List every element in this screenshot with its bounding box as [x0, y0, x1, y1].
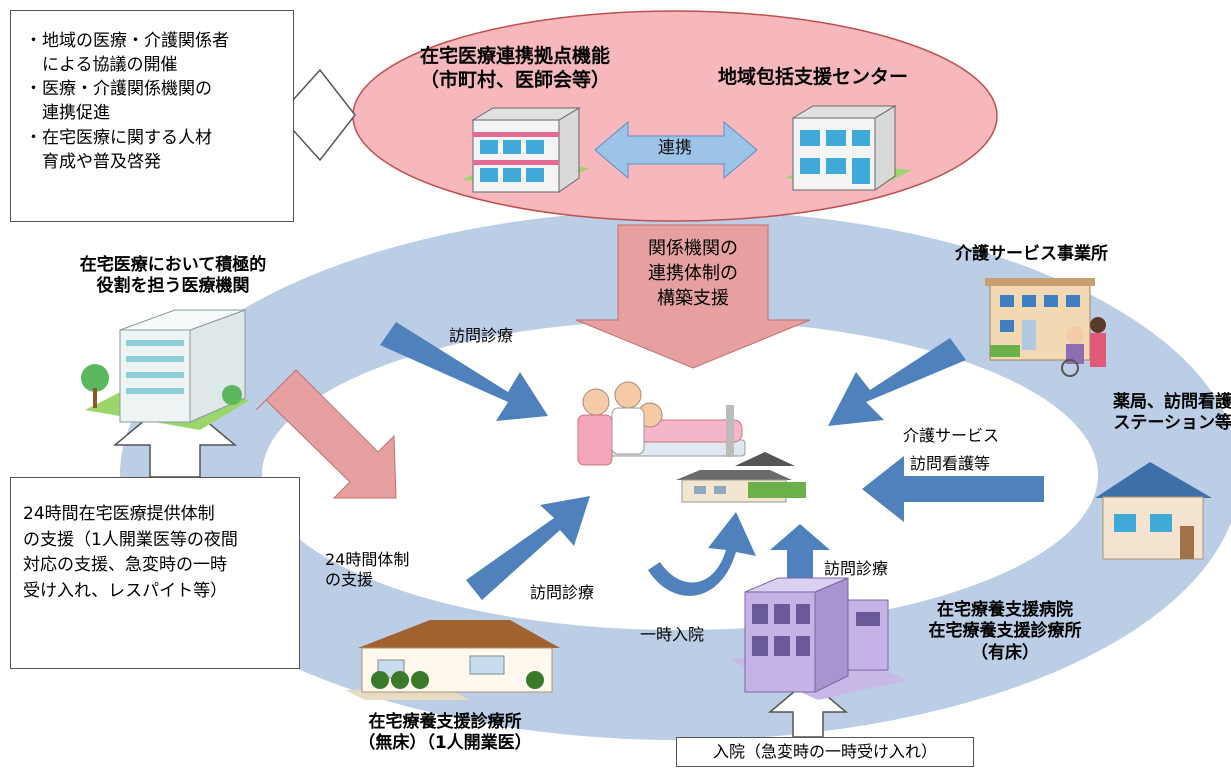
support-hospital-title: 在宅療養支援病院 在宅療養支援診療所 （有床） — [928, 600, 1082, 663]
callout-pointer-top — [292, 68, 356, 162]
admission-box: 入院（急変時の一時受け入れ） — [676, 737, 974, 767]
visit-right-arrow — [770, 524, 830, 585]
visit-nursing-arrow — [862, 456, 1044, 522]
support-24h-label: 24時間体制 の支援 — [325, 550, 410, 589]
large-hospital-icon — [81, 309, 250, 430]
care-facility-icon — [985, 278, 1106, 377]
link-double-arrow — [594, 120, 758, 180]
care-service-label: 介護サービス — [903, 426, 1000, 445]
home-icon — [676, 452, 806, 503]
hub-building-icon — [462, 107, 590, 193]
hub-title: 在宅医療連携拠点機能 （市町村、医師会等） — [419, 45, 610, 91]
bottom-left-callout: 24時間在宅医療提供体制 の支援（1人開業医等の夜間 対応の支援、急変時の一時 … — [10, 477, 300, 669]
house-icon — [1095, 462, 1212, 560]
care-office-title: 介護サービス事業所 — [955, 244, 1108, 264]
support-label: 関係機関の 連携体制の 構築支援 — [648, 238, 738, 310]
visit-bottom-label: 訪問診療 — [530, 583, 595, 602]
clinic-nobed-title: 在宅療養支援診療所 （無床）（1人開業医） — [358, 712, 532, 754]
support-24h-arrow — [255, 369, 397, 499]
support-down-arrow — [575, 224, 811, 369]
visit-bottom-arrow — [466, 496, 590, 600]
visit-nursing-label: 訪問看護等 — [910, 454, 991, 473]
visit-top-arrow — [380, 322, 548, 421]
link-label: 連携 — [658, 138, 692, 158]
temp-admission-curve — [648, 512, 756, 596]
community-center-title: 地域包括支援センター — [718, 66, 909, 88]
visit-top-label: 訪問診療 — [449, 326, 514, 345]
clinic-building-icon — [345, 620, 560, 700]
care-service-arrow — [828, 338, 966, 426]
support-hospital-icon — [730, 577, 908, 700]
top-left-callout: ・地域の医療・介護関係者 による協議の開催 ・医療・介護関係機関の 連携促進 ・… — [10, 10, 294, 222]
pharmacy-title: 薬局、訪問看護 ステーション等 — [1113, 392, 1231, 434]
temp-admission-label: 一時入院 — [640, 625, 705, 644]
visit-right-label: 訪問診療 — [824, 559, 889, 578]
left-hospital-title: 在宅医療において積極的 役割を担う医療機関 — [79, 255, 267, 297]
hub-ellipse — [352, 10, 998, 222]
patient-bed-icon — [577, 381, 746, 466]
community-center-icon — [785, 105, 912, 191]
